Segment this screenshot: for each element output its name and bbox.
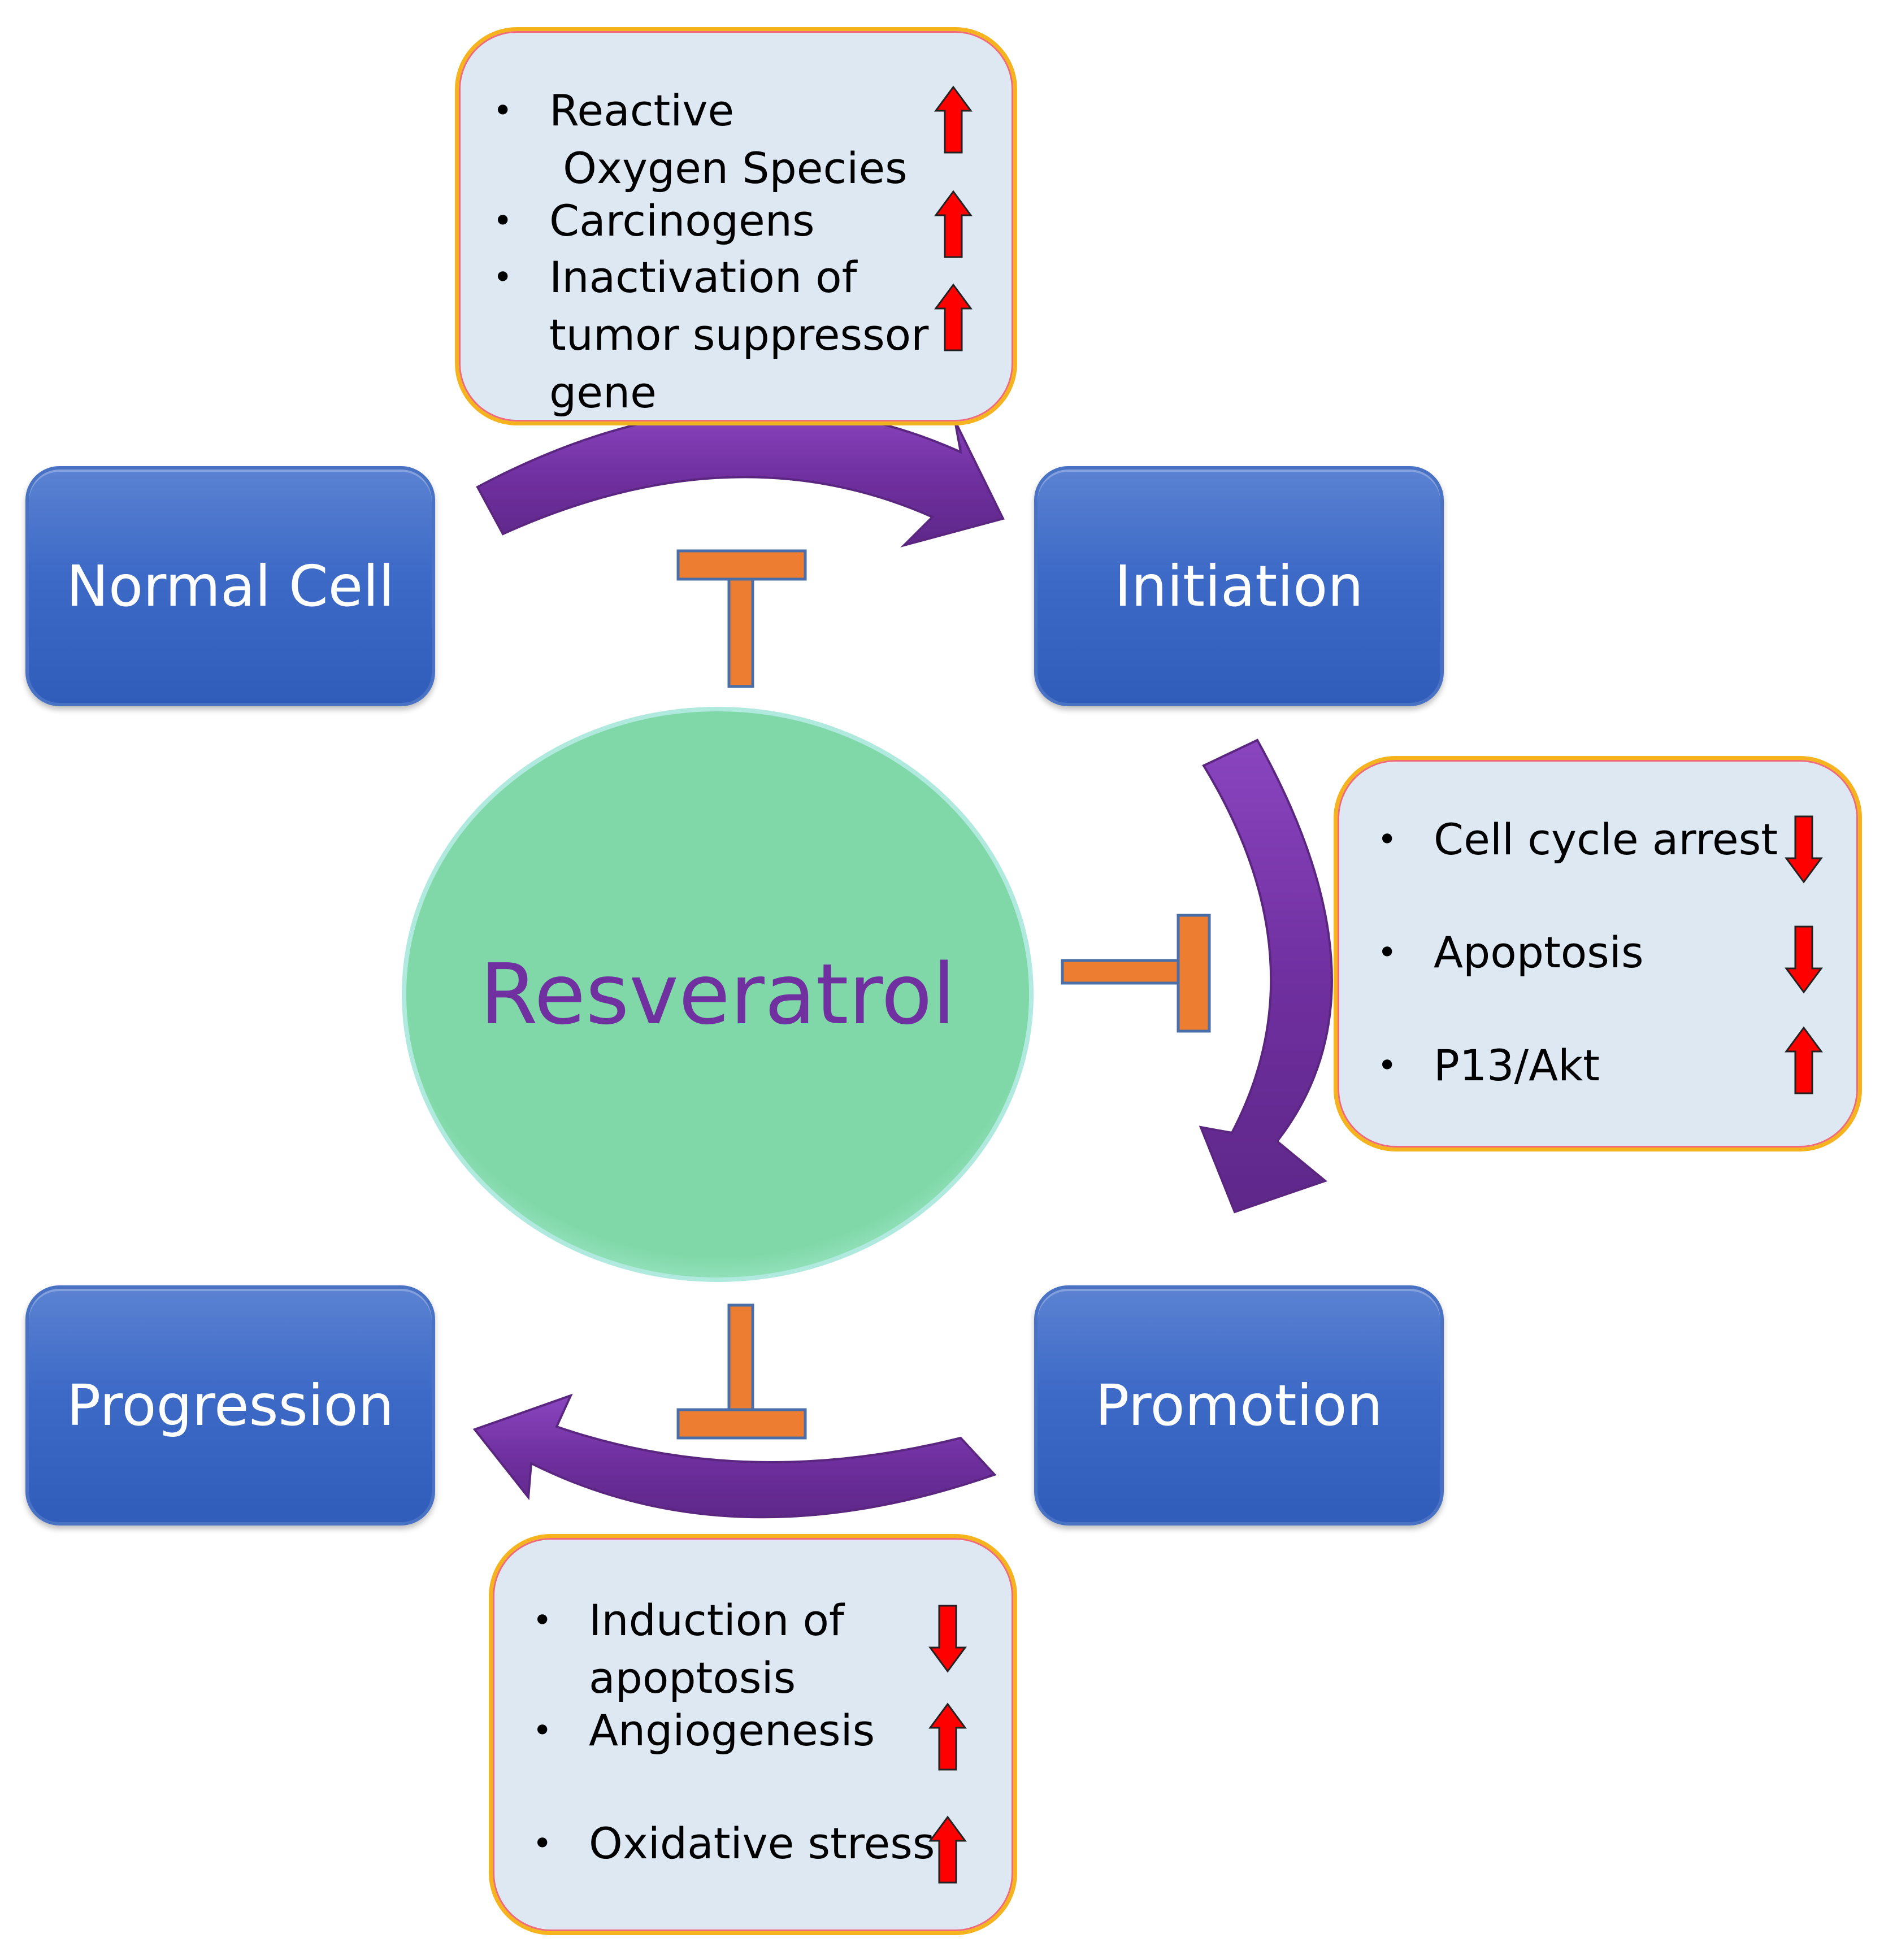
bullet-icon: • xyxy=(1377,1046,1397,1085)
list-item-text: Cell cycle arrest xyxy=(1434,811,1778,868)
initiation-factors-box: • Reactive Oxygen Species • Carcinogens • Ina… xyxy=(455,27,1017,425)
list-item-line: Inactivation of xyxy=(549,252,857,302)
stage-promotion-label: Promotion xyxy=(1095,1372,1383,1439)
arrow-down-icon xyxy=(1785,925,1823,994)
arrow-up-icon xyxy=(934,283,973,351)
arrow-promotion-to-progression xyxy=(472,1393,997,1519)
stage-normal-cell-label: Normal Cell xyxy=(66,553,394,619)
bullet-icon: • xyxy=(493,258,513,297)
inhibit-bar-right xyxy=(1061,914,1211,1033)
arrow-initiation-to-promotion xyxy=(1199,738,1333,1214)
list-item-line: Oxygen Species xyxy=(549,143,908,193)
arrow-down-icon xyxy=(928,1605,967,1673)
arrow-up-icon xyxy=(934,190,973,258)
trend-indicator xyxy=(1784,924,1824,997)
list-item-line: apoptosis xyxy=(589,1653,796,1703)
arrow-up-icon xyxy=(928,1815,967,1884)
list-item-line: tumor suppressor xyxy=(549,310,929,360)
arrow-up-icon xyxy=(1785,1026,1823,1094)
bullet-icon: • xyxy=(1377,933,1397,972)
trend-indicator xyxy=(934,85,973,158)
list-item-line: gene xyxy=(549,367,657,418)
bullet-icon: • xyxy=(532,1601,553,1640)
list-item-line: P13/Akt xyxy=(1434,1040,1600,1090)
list-item-text: Angiogenesis xyxy=(589,1702,875,1759)
list-item-text: Carcinogens xyxy=(549,192,815,250)
list-item-line: Induction of xyxy=(589,1595,844,1645)
bullet-icon: • xyxy=(532,1824,553,1863)
inhibit-bar-top xyxy=(676,549,807,688)
progression-factors-box: • Induction of apoptosis • Angiogenesis • Oxid… xyxy=(489,1534,1017,1935)
trend-indicator xyxy=(1784,1025,1824,1098)
trend-indicator xyxy=(1784,814,1824,886)
arrow-up-icon xyxy=(928,1702,967,1771)
trend-indicator xyxy=(928,1603,967,1676)
list-item-line: Cell cycle arrest xyxy=(1434,814,1778,864)
list-item-line: Carcinogens xyxy=(549,195,815,246)
stage-progression-label: Progression xyxy=(66,1372,394,1439)
trend-indicator xyxy=(934,189,973,262)
list-item-text: Reactive Oxygen Species xyxy=(549,82,908,197)
inhibit-bar-bottom xyxy=(676,1303,807,1440)
list-item-line: Apoptosis xyxy=(1434,927,1644,977)
list-item-line: Reactive xyxy=(549,85,735,136)
list-item-line: Oxidative stress xyxy=(589,1818,935,1868)
list-item-text: Induction of apoptosis xyxy=(589,1592,844,1707)
bullet-icon: • xyxy=(493,201,513,241)
trend-indicator xyxy=(928,1702,967,1775)
list-item-text: Oxidative stress xyxy=(589,1815,935,1872)
bullet-icon: • xyxy=(493,91,513,131)
list-item-text: Apoptosis xyxy=(1434,924,1644,981)
stage-progression: Progression xyxy=(25,1285,435,1526)
stage-initiation-label: Initiation xyxy=(1114,553,1364,619)
stage-promotion: Promotion xyxy=(1034,1285,1444,1526)
bullet-icon: • xyxy=(532,1711,553,1750)
list-item-text: Inactivation of tumor suppressor gene xyxy=(549,249,928,421)
trend-indicator xyxy=(934,283,973,355)
stage-initiation: Initiation xyxy=(1034,466,1444,706)
list-item-line: Angiogenesis xyxy=(589,1705,875,1755)
arrow-up-icon xyxy=(934,85,973,154)
center-label: Resveratrol xyxy=(480,946,956,1043)
arrow-down-icon xyxy=(1785,815,1823,884)
stage-normal-cell: Normal Cell xyxy=(25,466,435,706)
list-item-text: P13/Akt xyxy=(1434,1037,1600,1094)
promotion-factors-box: • Cell cycle arrest • Apoptosis • P13/Akt xyxy=(1334,756,1862,1151)
trend-indicator xyxy=(928,1815,967,1888)
bullet-icon: • xyxy=(1377,820,1397,859)
